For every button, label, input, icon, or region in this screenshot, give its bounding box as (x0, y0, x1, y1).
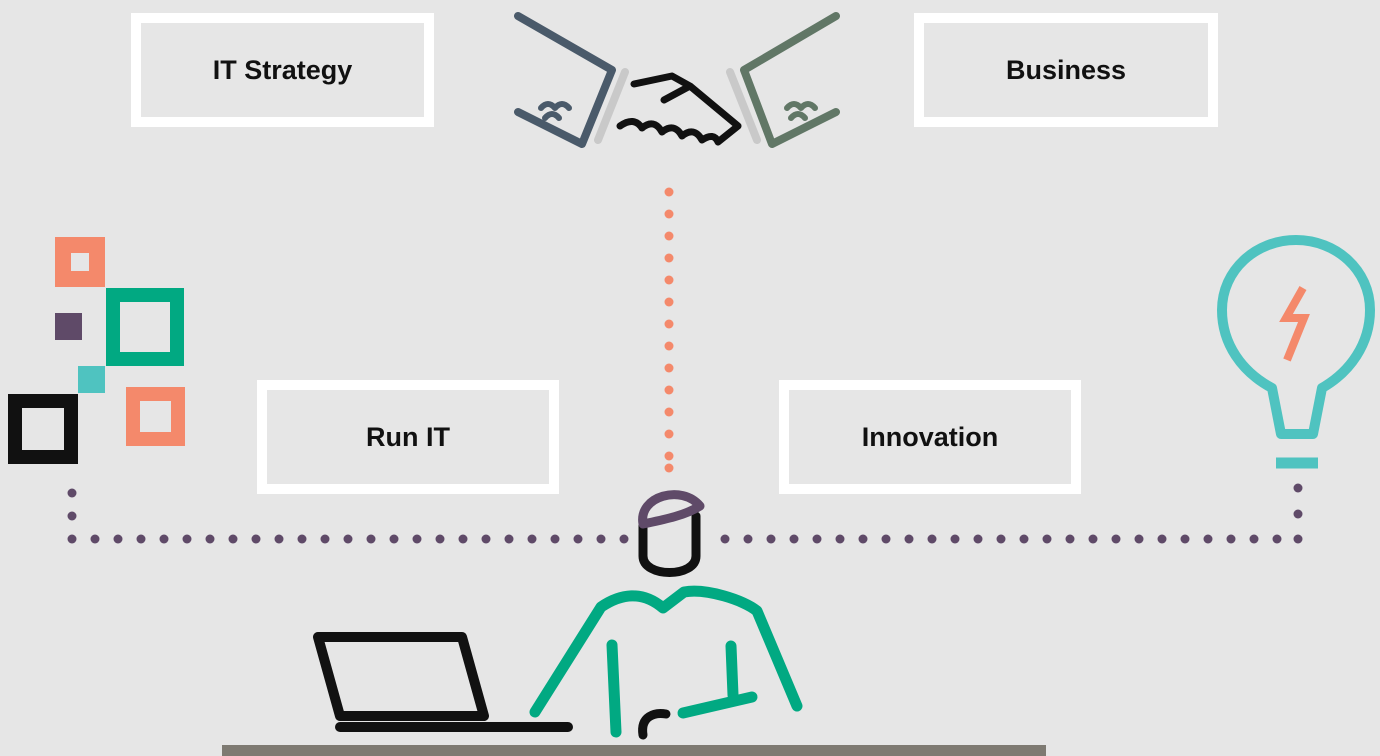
business-box: Business (914, 13, 1218, 127)
squares-cluster-icon (8, 237, 185, 464)
run-it-box: Run IT (257, 380, 559, 494)
lightbulb-icon (1217, 235, 1375, 469)
run-it-label: Run IT (366, 421, 450, 452)
horizontal-dotted-connector (67, 483, 1303, 544)
it-strategy-box: IT Strategy (131, 13, 434, 127)
business-label: Business (1005, 54, 1127, 85)
innovation-label: Innovation (861, 421, 999, 452)
desk (222, 745, 1046, 756)
it-strategy-label: IT Strategy (212, 54, 353, 85)
vertical-dotted-connector (664, 187, 674, 473)
innovation-box: Innovation (779, 380, 1081, 494)
person-at-laptop-icon (313, 490, 803, 740)
handshake-icon (514, 12, 840, 148)
